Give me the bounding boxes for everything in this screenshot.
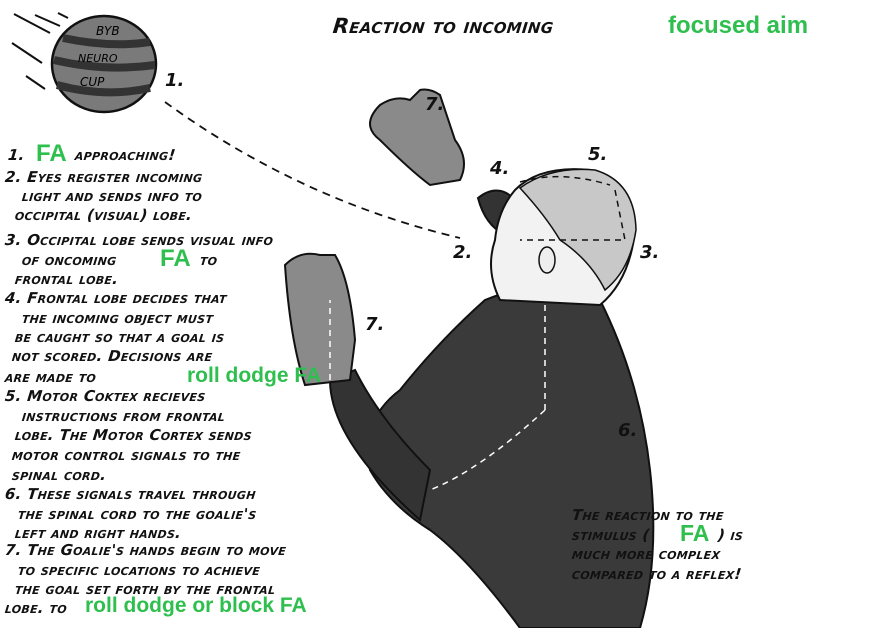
step3-line: frontal lobe. [14,270,120,288]
step4-line: the incoming object must [21,309,215,327]
step7-line: to specific locations to achieve [17,561,262,579]
goalie-sweater [367,284,655,628]
note-line: ) is [717,526,745,544]
step4-highlight: roll dodge FA [187,364,322,387]
step5-line: spinal cord. [11,466,108,484]
note-line: compared to a reflex! [571,565,743,583]
step7-highlight: roll dodge or block FA [85,594,307,617]
step3-line: to [199,251,219,269]
step1-number: 1. [7,146,26,164]
title-highlight: focused aim [668,12,809,39]
signal-paths [329,300,546,491]
ball-logo-byb: BYB [96,24,120,38]
step5-line: lobe. The Motor Cortex sends [14,426,253,444]
note-line: stimulus ( [571,526,651,544]
title: Reaction to incoming [331,14,555,38]
right-glove [369,88,465,187]
left-glove [283,252,357,387]
note-highlight: FA [680,520,710,546]
label-7-left: 7. [365,314,385,335]
ball-logo-neuro: NEURO [78,52,118,65]
step7-line: 7. The Goalie's hands begin to move [4,541,288,559]
step4-line: be caught so that a goal is [14,328,226,346]
step2-line: 2. Eyes register incoming [4,168,204,186]
label-7-top: 7. [425,94,445,115]
motion-lines [11,12,69,90]
step4-line: not scored. Decisions are [11,347,214,365]
step4-line: 4. Frontal lobe decides that [4,289,228,307]
label-1: 1. [165,70,185,91]
label-3: 3. [640,242,660,263]
label-4: 4. [490,158,510,179]
step2-line: occipital (visual) lobe. [14,206,194,224]
ball-trajectory [164,101,461,239]
label-5: 5. [588,144,608,165]
step2-line: light and sends info to [21,187,204,205]
step6-line: 6. These signals travel through [4,485,257,503]
step1-text: approaching! [74,146,177,164]
step3-highlight: FA [160,245,191,272]
step5-line: instructions from frontal [21,407,227,425]
goalie-head [490,168,637,307]
step3-line: 3. Occipital lobe sends visual info [4,231,275,249]
step1-highlight: FA [36,140,67,167]
label-6: 6. [618,420,638,441]
ball-logo-cup: CUP [80,75,105,89]
step6-line: left and right hands. [14,524,183,542]
step7-line: lobe. to [4,599,68,617]
step4-line: are made to [4,368,98,386]
step5-line: motor control signals to the [11,446,242,464]
step3-line: of oncoming [21,251,118,269]
ball: BYB NEURO CUP [50,14,158,114]
note-line: much more complex [571,545,722,563]
label-2: 2. [453,242,473,263]
step6-line: the spinal cord to the goalie's [17,505,258,523]
step5-line: 5. Motor Coktex recieves [4,387,207,405]
